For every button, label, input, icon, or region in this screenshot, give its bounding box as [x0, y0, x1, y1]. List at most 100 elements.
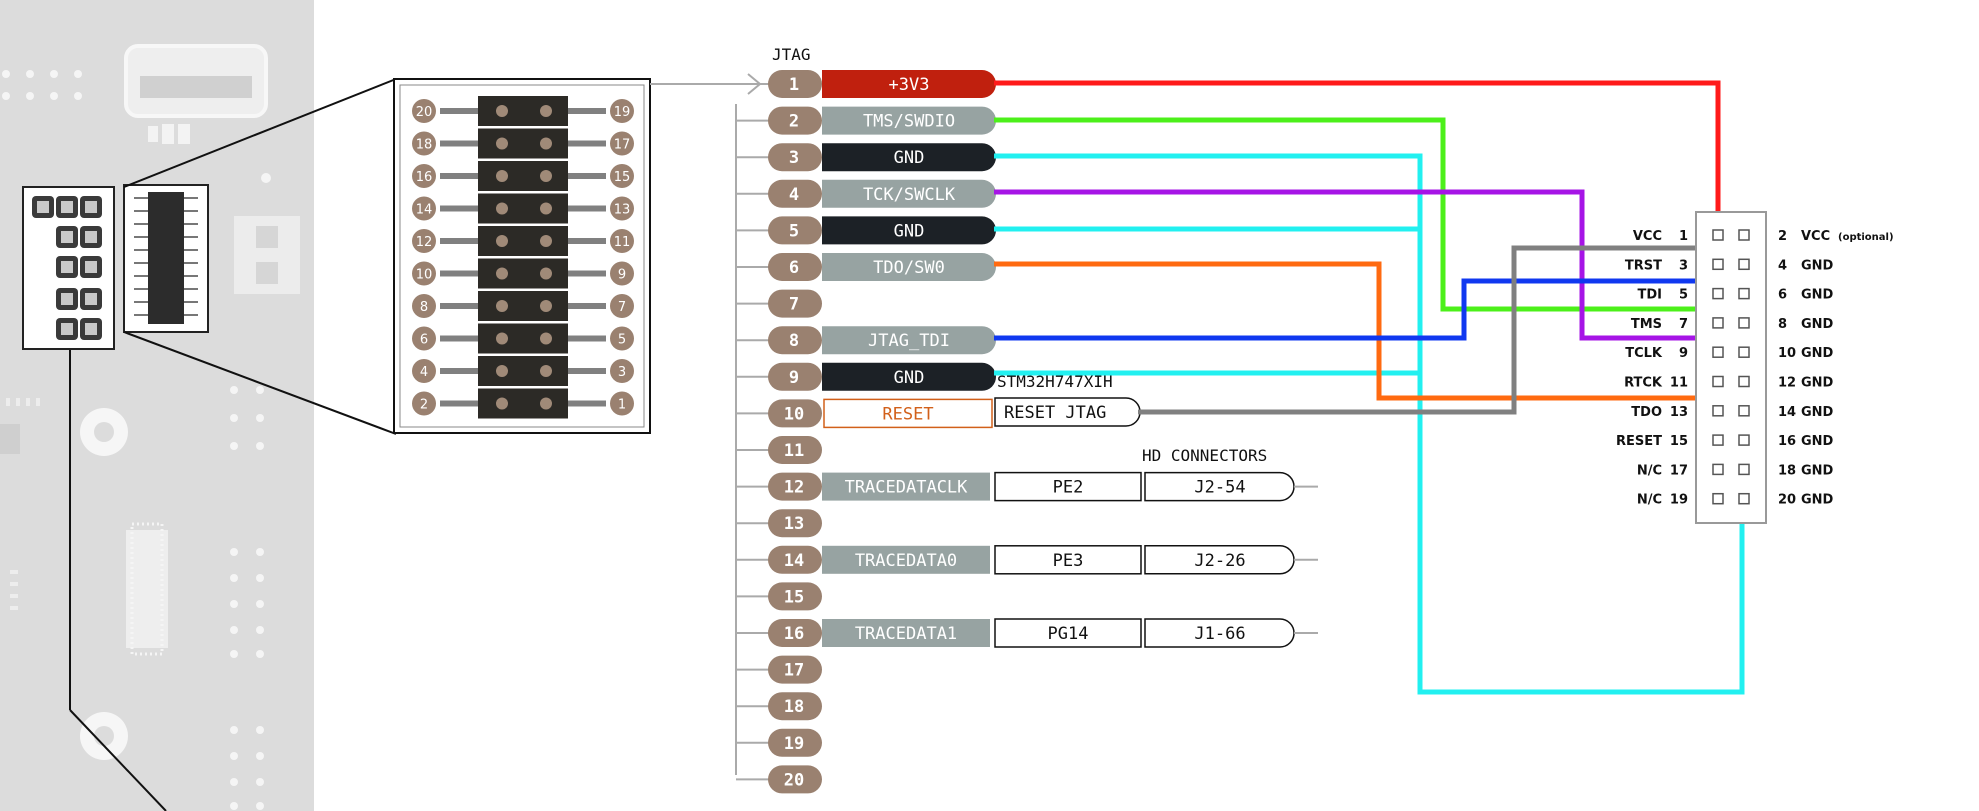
header-pin-dot [496, 235, 508, 247]
board-background [0, 0, 314, 811]
jtag-pin-number: 3 [789, 148, 799, 168]
ic-chip-icon [126, 522, 168, 656]
header-body-segment [478, 161, 568, 191]
target-right-pin-number: 18 [1778, 463, 1796, 478]
jtag-signal-label: GND [894, 148, 925, 168]
header-right-number-badge [610, 359, 634, 383]
header-pin-dot [496, 170, 508, 182]
target-pin-pad [1738, 405, 1750, 417]
header-left-number: 2 [420, 398, 428, 413]
jtag-signal-label: TRACEDATA1 [855, 624, 957, 644]
mcu-pin-label: PE2 [1053, 478, 1084, 498]
jtag-signal-label-bg [822, 253, 996, 281]
hd-connector-label: J1-66 [1194, 624, 1245, 644]
target-pin-pad [1738, 287, 1750, 300]
target-pin-pad [1738, 317, 1750, 329]
mcu-pin-box [994, 618, 1142, 648]
header-left-number: 14 [416, 203, 433, 218]
header-left-number: 16 [416, 170, 433, 185]
header-right-number-badge [610, 131, 634, 156]
header-right-number: 9 [618, 268, 626, 283]
target-pin-pad [1738, 434, 1750, 446]
header-pin-dot [496, 137, 508, 150]
header-right-number-badge [610, 229, 634, 253]
jtag-pin-number: 17 [784, 661, 804, 681]
hd-connector-box [1144, 471, 1295, 502]
board-jtag-header-icon [123, 184, 209, 333]
wire-tms [994, 117, 1721, 320]
jtag-pin-number: 14 [784, 551, 804, 571]
target-pin-pad [1738, 463, 1750, 476]
jtag-signal-label: JTAG_TDI [868, 331, 950, 351]
hd-connector-box [1144, 545, 1295, 575]
header-right-number: 7 [618, 300, 626, 315]
header-left-number-badge [412, 196, 436, 221]
target-pin-pad [1712, 317, 1724, 329]
jtag-signal-label: GND [894, 368, 925, 388]
target-right-pin-number: 10 [1778, 346, 1796, 361]
jtag-pin-number: 1 [789, 75, 799, 95]
header-pin-dot [496, 365, 508, 377]
header-right-number-badge [610, 326, 634, 351]
header-pin-dot [540, 202, 552, 215]
target-left-signal-name: TDI [1638, 288, 1663, 303]
target-left-signal-name: N/C [1637, 493, 1662, 508]
mcu-pin-label: PG14 [1048, 624, 1089, 644]
target-left-signal-name: TMS [1631, 317, 1662, 332]
target-right-signal-name: VCC [1801, 229, 1830, 244]
target-pin-pad [1738, 346, 1750, 358]
header-body-segment [478, 258, 568, 289]
target-left-signal-name: TRST [1625, 258, 1662, 273]
jtag-pin-number: 20 [784, 770, 804, 790]
wire-vcc [994, 80, 1721, 233]
jtag-pin-badge [768, 326, 822, 355]
jtag-signal-label: TCK/SWCLK [863, 185, 956, 205]
jtag-pin-badge [768, 655, 822, 684]
zoom-callout-line [123, 331, 397, 435]
header-body-segment [478, 96, 568, 126]
hd-connector-label: J2-54 [1194, 478, 1245, 498]
jtag-title: JTAG [772, 45, 811, 64]
jtag-signal-label-bg [822, 143, 997, 172]
header-left-number-badge [412, 391, 436, 416]
header-right-number-badge [610, 196, 634, 221]
callout-line [69, 709, 167, 811]
terminal-block-icon [234, 216, 300, 294]
target-left-signal-name: VCC [1633, 229, 1662, 244]
header-left-number-badge [412, 164, 436, 188]
target-right-pin-number: 20 [1778, 493, 1796, 508]
jtag-pin-number: 2 [789, 112, 799, 132]
header-body-segment [478, 226, 568, 256]
target-right-pin-number: 6 [1778, 288, 1787, 303]
header-pin-dot [496, 267, 508, 280]
jtag-pin-badge [768, 545, 822, 574]
header-right-number: 15 [614, 170, 631, 185]
jtag-pin-number: 13 [784, 514, 804, 534]
jtag-pin-badge [768, 289, 822, 318]
jtag-signal-label-bg [822, 472, 990, 501]
header-body-segment [478, 291, 568, 321]
target-left-signal-name: N/C [1637, 463, 1662, 478]
jtag-signal-label-bg [822, 545, 990, 574]
zoom-callout-line [123, 78, 397, 188]
header-left-number-badge [412, 131, 436, 156]
board-vias [2, 70, 271, 810]
header-left-number-badge [412, 294, 436, 318]
header-left-number: 18 [416, 138, 433, 153]
target-right-signal-name: GND [1801, 346, 1834, 361]
header-right-number: 11 [614, 235, 631, 250]
header-pin-dot [540, 170, 552, 182]
header-pin-dot [540, 300, 552, 312]
jtag-pin-badge [768, 765, 822, 794]
header-left-number-badge [412, 359, 436, 383]
jtag-pin-number: 8 [789, 331, 799, 351]
jtag-signal-label: TRACEDATACLK [845, 478, 969, 498]
mcu-pin-box [994, 545, 1142, 575]
target-left-signal-name: TDO [1631, 405, 1662, 420]
board-header-icon [22, 186, 115, 350]
jtag-pin-badge [768, 179, 822, 208]
